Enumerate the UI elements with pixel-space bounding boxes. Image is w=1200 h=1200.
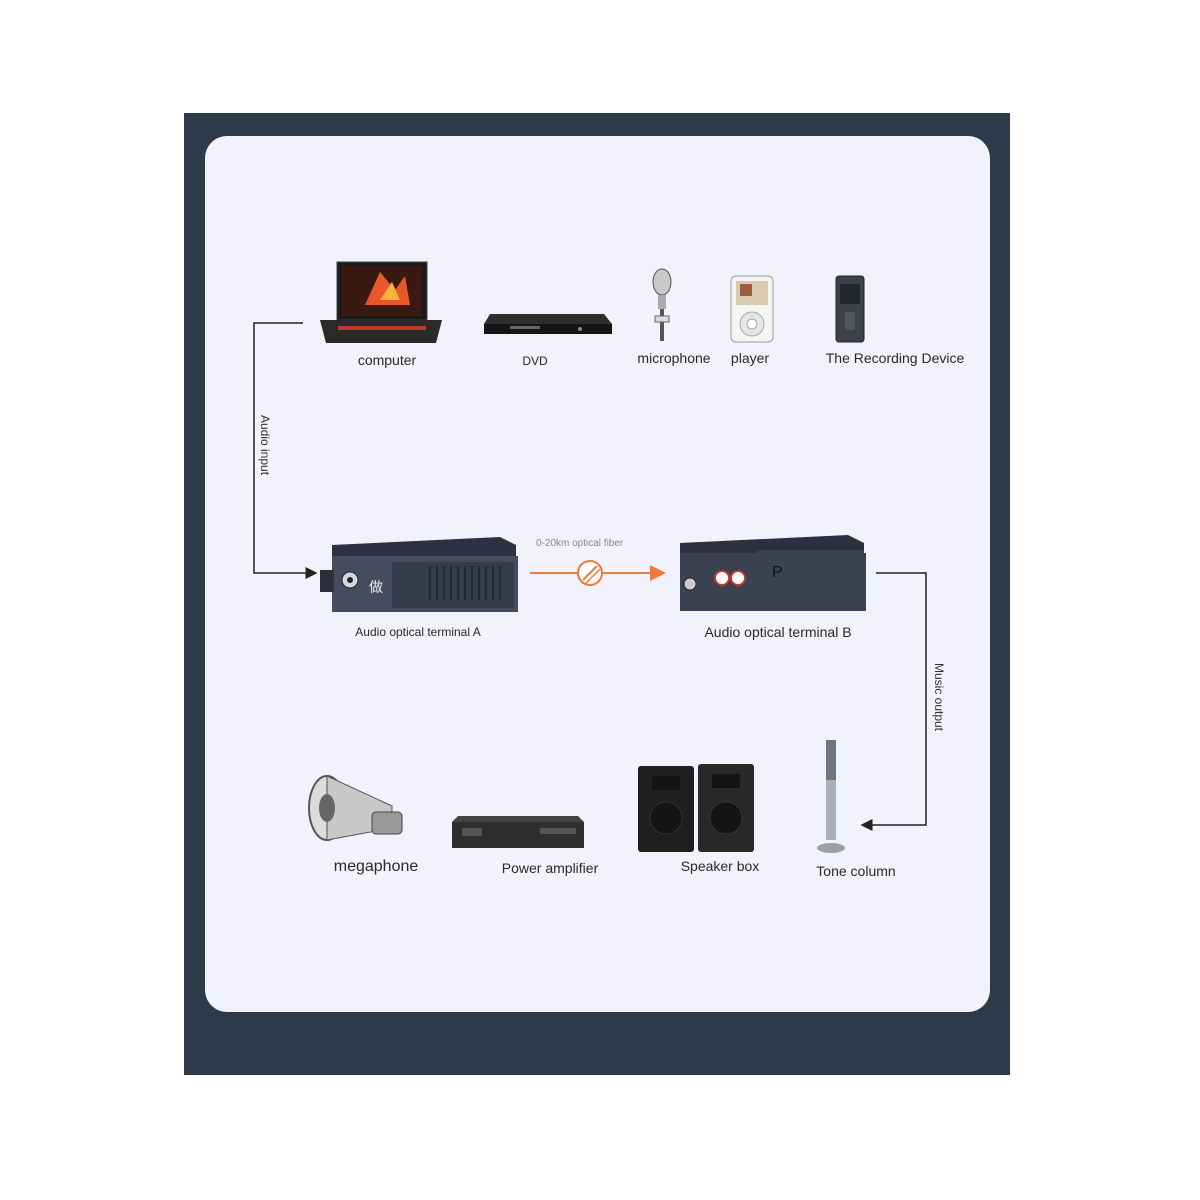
music-output-label: Music output: [932, 659, 947, 735]
dvd-player-icon: [484, 314, 612, 334]
terminal-b-label: Audio optical terminal B: [704, 624, 852, 640]
source-label-microphone: microphone: [637, 350, 711, 366]
source-label-computer: computer: [357, 352, 417, 368]
terminal-b-device: [680, 535, 866, 611]
audio-input-line: [253, 322, 318, 579]
terminal-a-label: Audio optical terminal A: [355, 625, 481, 639]
output-label-megaphone: megaphone: [333, 858, 419, 875]
music-output-line: [860, 572, 927, 831]
microphone-icon: [652, 268, 672, 341]
power-amplifier-icon: [452, 816, 584, 848]
terminal-b-overlay-text: P: [772, 564, 783, 581]
terminal-a-device: [320, 537, 518, 612]
laptop-icon: [320, 261, 442, 343]
output-label-tone-column: Tone column: [816, 863, 896, 879]
megaphone-icon: [308, 775, 403, 841]
output-label-power-amplifier: Power amplifier: [501, 860, 599, 876]
source-label-player: player: [730, 350, 770, 366]
fiber-label: 0-20km optical fiber: [536, 538, 624, 549]
ipod-player-icon: [730, 275, 774, 343]
tone-column-icon: [817, 740, 845, 853]
fiber-icon: [577, 560, 603, 586]
recorder-icon: [835, 275, 865, 343]
terminal-a-overlay-text: 做: [369, 579, 383, 595]
source-label-dvd: DVD: [522, 354, 548, 368]
source-label-recording-device: The Recording Device: [825, 350, 965, 366]
output-label-speaker-box: Speaker box: [680, 858, 760, 874]
speaker-box-icon: [638, 764, 754, 852]
audio-input-label: Audio input: [258, 411, 273, 479]
